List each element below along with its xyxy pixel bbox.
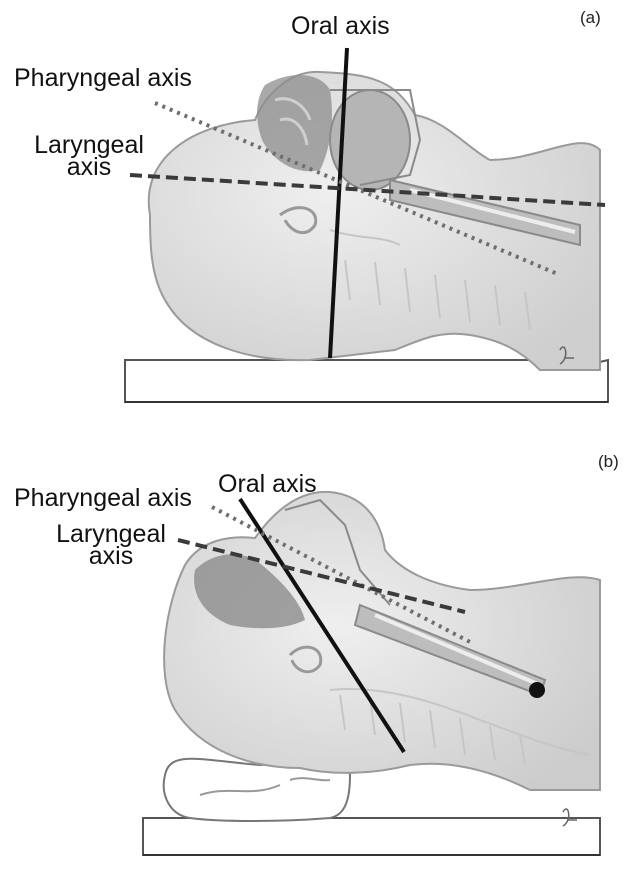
panel-a-tag: (a): [580, 8, 601, 28]
panel-a-laryngeal-axis-label: Laryngeal axis: [28, 133, 150, 180]
panel-a-neutral-position: Oral axis Pharyngeal axis Laryngeal axis…: [0, 0, 640, 430]
panel-b-pharyngeal-axis-label: Pharyngeal axis: [14, 486, 192, 511]
panel-b-tag: (b): [598, 452, 619, 472]
panel-b-oral-axis-label: Oral axis: [218, 472, 317, 497]
panel-a-pharyngeal-axis-label: Pharyngeal axis: [14, 66, 192, 91]
panel-b-table: [143, 818, 600, 855]
panel-b-head: [164, 492, 600, 790]
panel-a-oral-axis-label: Oral axis: [291, 14, 390, 39]
panel-b-sniffing-position: Oral axis Pharyngeal axis Laryngeal axis…: [0, 430, 640, 888]
panel-b-laryngeal-axis-label: Laryngeal axis: [46, 522, 176, 569]
